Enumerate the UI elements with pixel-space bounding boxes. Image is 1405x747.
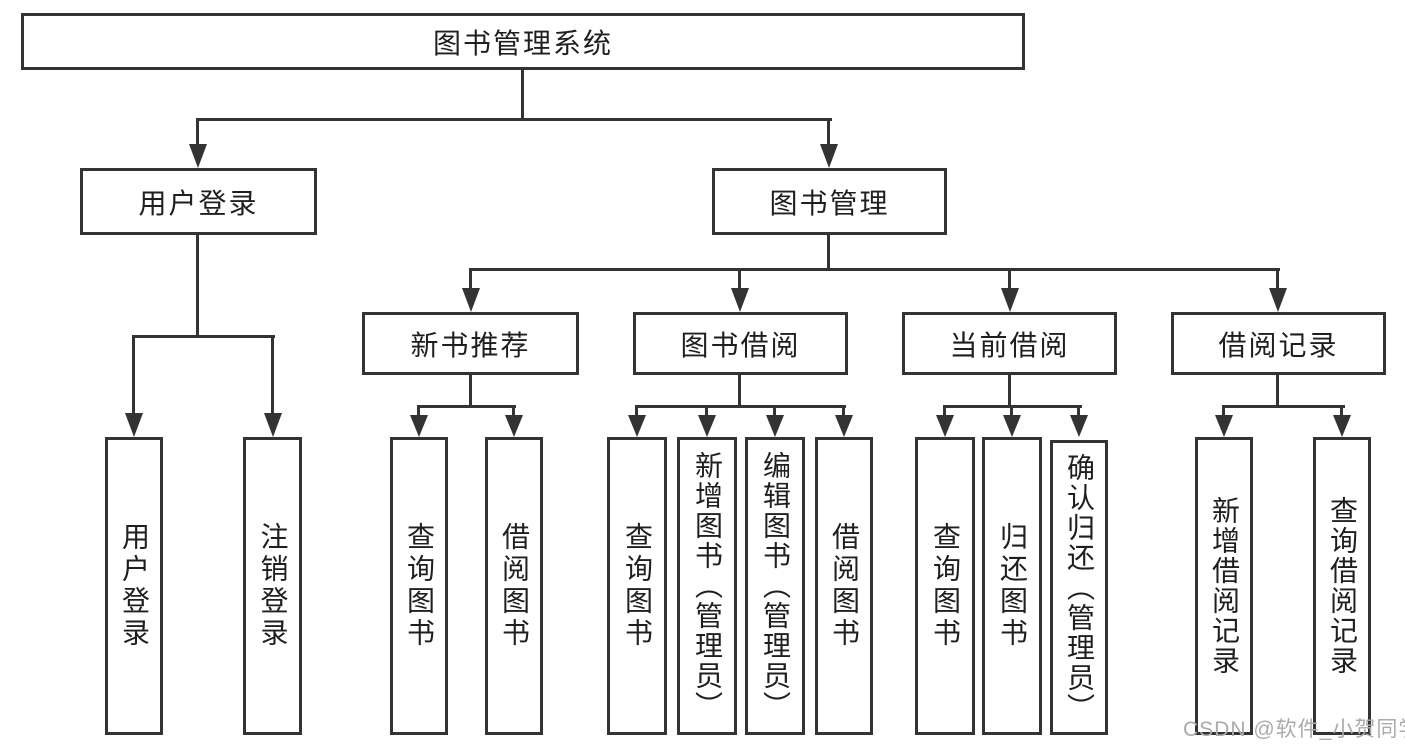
- connector-bookmgmt-stem: [827, 235, 830, 271]
- node-new-book-recommend-label: 新书推荐: [410, 329, 531, 361]
- node-book-management: 图书管理: [712, 168, 947, 235]
- leaf-borrow-add-admin-label: 新增图书（管理员）: [692, 451, 723, 721]
- leaf-newbook-query-label: 查询图书: [404, 522, 435, 650]
- connector-currentborrow-drop-2: [1010, 405, 1013, 419]
- arrow-down-icon: [698, 415, 716, 437]
- connector-bookmgmt-drop-2: [738, 268, 741, 292]
- arrow-down-icon: [410, 415, 428, 437]
- leaf-current-confirm-admin: 确认归还（管理员）: [1050, 440, 1108, 735]
- leaf-record-query: 查询借阅记录: [1313, 437, 1371, 735]
- node-user-login: 用户登录: [80, 168, 317, 235]
- arrow-down-icon: [1070, 415, 1088, 437]
- connector-records-rail: [1222, 405, 1345, 408]
- node-root-label: 图书管理系统: [432, 27, 613, 59]
- connector-newbook-drop-2: [512, 405, 515, 419]
- connector-bookmgmt-drop-1: [469, 268, 472, 292]
- arrow-down-icon: [1333, 415, 1351, 437]
- connector-root-drop-left: [196, 118, 199, 148]
- connector-userlogin-stem: [196, 235, 199, 338]
- connector-bookborrow-drop-1: [635, 405, 638, 419]
- arrow-down-icon: [462, 288, 480, 312]
- connector-bookmgmt-rail: [469, 268, 1280, 271]
- connector-records-drop-1: [1222, 405, 1225, 419]
- node-book-borrow: 图书借阅: [633, 312, 848, 375]
- arrow-down-icon: [1001, 288, 1019, 312]
- connector-bookmgmt-drop-3: [1008, 268, 1011, 292]
- leaf-borrow-edit-admin: 编辑图书（管理员）: [745, 437, 805, 735]
- node-borrow-records: 借阅记录: [1171, 312, 1386, 375]
- connector-root-stem: [521, 69, 524, 118]
- connector-bookborrow-rail: [635, 405, 846, 408]
- node-current-borrow-label: 当前借阅: [949, 329, 1070, 361]
- node-root: 图书管理系统: [21, 13, 1025, 70]
- leaf-newbook-borrow-label: 借阅图书: [499, 522, 530, 650]
- connector-newbook-drop-1: [417, 405, 420, 419]
- leaf-logout: 注销登录: [243, 437, 302, 735]
- leaf-current-return: 归还图书: [982, 437, 1042, 735]
- leaf-newbook-query: 查询图书: [390, 437, 448, 735]
- leaf-user-login-label: 用户登录: [119, 522, 150, 650]
- arrow-down-icon: [766, 415, 784, 437]
- leaf-record-add-label: 新增借阅记录: [1209, 496, 1240, 676]
- connector-root-rail: [196, 118, 832, 121]
- arrow-down-icon: [936, 415, 954, 437]
- arrow-down-icon: [1269, 288, 1287, 312]
- leaf-current-query: 查询图书: [915, 437, 975, 735]
- leaf-borrow-book: 借阅图书: [815, 437, 873, 735]
- arrow-down-icon: [820, 144, 838, 168]
- arrow-down-icon: [628, 415, 646, 437]
- connector-userlogin-drop-1: [132, 335, 135, 415]
- node-current-borrow: 当前借阅: [902, 312, 1117, 375]
- connector-records-drop-2: [1340, 405, 1343, 419]
- connector-currentborrow-drop-3: [1077, 405, 1080, 419]
- leaf-user-login: 用户登录: [105, 437, 163, 735]
- leaf-newbook-borrow: 借阅图书: [485, 437, 543, 735]
- arrow-down-icon: [835, 415, 853, 437]
- connector-root-drop-right: [827, 118, 830, 148]
- leaf-borrow-book-label: 借阅图书: [829, 522, 860, 650]
- node-book-management-label: 图书管理: [769, 187, 890, 219]
- connector-bookmgmt-drop-4: [1276, 268, 1279, 292]
- connector-currentborrow-stem: [1008, 375, 1011, 407]
- leaf-current-return-label: 归还图书: [997, 522, 1028, 650]
- arrow-down-icon: [125, 413, 143, 437]
- node-borrow-records-label: 借阅记录: [1218, 329, 1339, 361]
- arrow-down-icon: [731, 288, 749, 312]
- leaf-logout-label: 注销登录: [257, 522, 289, 650]
- connector-newbook-rail: [417, 405, 516, 408]
- connector-userlogin-rail: [132, 335, 275, 338]
- leaf-borrow-add-admin: 新增图书（管理员）: [677, 437, 737, 735]
- node-new-book-recommend: 新书推荐: [362, 312, 579, 375]
- leaf-borrow-query: 查询图书: [607, 437, 667, 735]
- leaf-borrow-query-label: 查询图书: [622, 522, 653, 650]
- csdn-watermark: CSDN @软件_小贺同学: [1183, 718, 1405, 741]
- arrow-down-icon: [1003, 415, 1021, 437]
- leaf-record-add: 新增借阅记录: [1195, 437, 1253, 735]
- arrow-down-icon: [1215, 415, 1233, 437]
- connector-currentborrow-drop-1: [943, 405, 946, 419]
- arrow-down-icon: [189, 144, 207, 168]
- node-user-login-label: 用户登录: [138, 187, 259, 219]
- connector-userlogin-drop-2: [271, 335, 274, 415]
- leaf-borrow-edit-admin-label: 编辑图书（管理员）: [760, 451, 791, 721]
- arrow-down-icon: [264, 413, 282, 437]
- node-book-borrow-label: 图书借阅: [680, 329, 801, 361]
- leaf-current-confirm-admin-label: 确认归还（管理员）: [1064, 452, 1095, 723]
- connector-bookborrow-stem: [738, 375, 741, 407]
- connector-records-stem: [1276, 375, 1279, 407]
- leaf-record-query-label: 查询借阅记录: [1327, 496, 1358, 676]
- connector-bookborrow-drop-3: [773, 405, 776, 419]
- arrow-down-icon: [505, 415, 523, 437]
- connector-bookborrow-drop-2: [705, 405, 708, 419]
- leaf-current-query-label: 查询图书: [930, 522, 961, 650]
- connector-bookborrow-drop-4: [842, 405, 845, 419]
- connector-newbook-stem: [469, 375, 472, 407]
